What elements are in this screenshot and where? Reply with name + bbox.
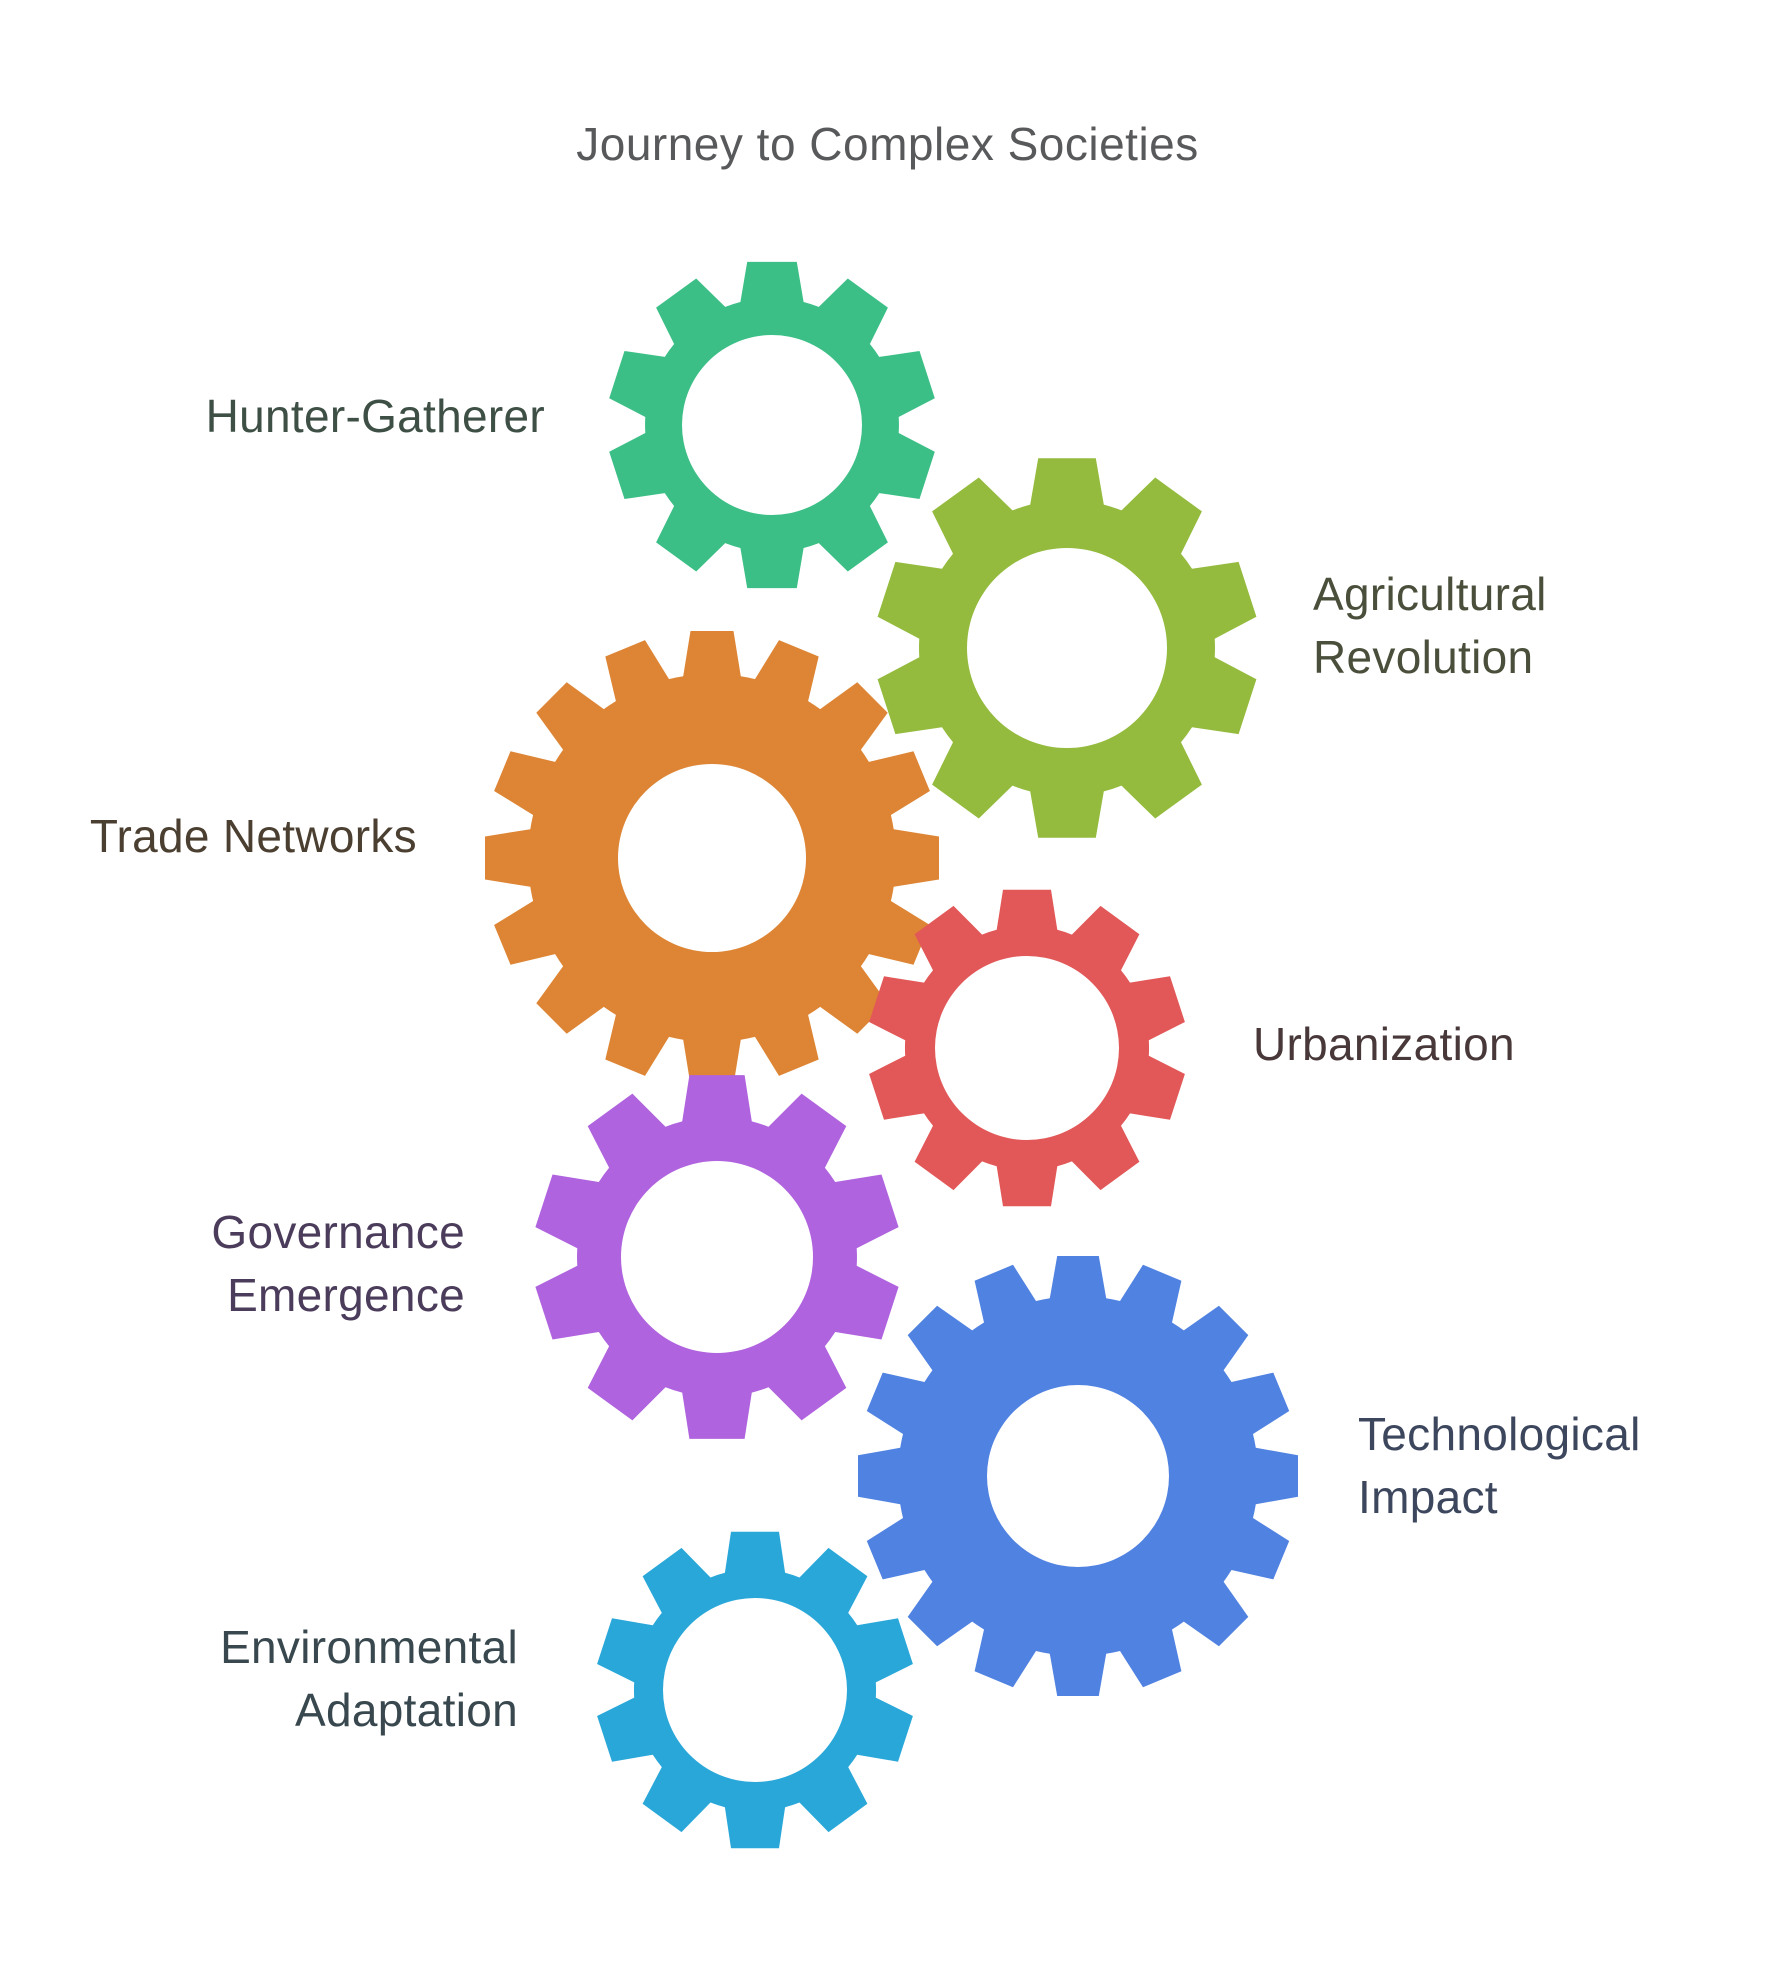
label-agricultural-revolution: Agricultural Revolution [1313,568,1547,683]
label-urbanization: Urbanization [1253,1018,1515,1070]
label-environmental-adaptation: Environmental Adaptation [220,1621,518,1736]
page-title: Journey to Complex Societies [576,118,1199,170]
gear-icon-trade-networks [485,631,939,1085]
label-governance-emergence: Governance Emergence [211,1206,465,1321]
gear-icon-agricultural-revolution [877,458,1257,838]
gear-icon-urbanization [869,889,1185,1207]
gear-icon-governance-emergence [535,1075,899,1439]
label-trade-networks: Trade Networks [89,810,417,862]
gear-icon-hunter-gatherer [609,261,935,589]
label-hunter-gatherer: Hunter-Gatherer [205,390,545,442]
label-technological-impact: Technological Impact [1358,1408,1641,1523]
gear-icon-technological-impact [858,1256,1298,1696]
gear-icon-environmental-adaptation [597,1531,913,1849]
